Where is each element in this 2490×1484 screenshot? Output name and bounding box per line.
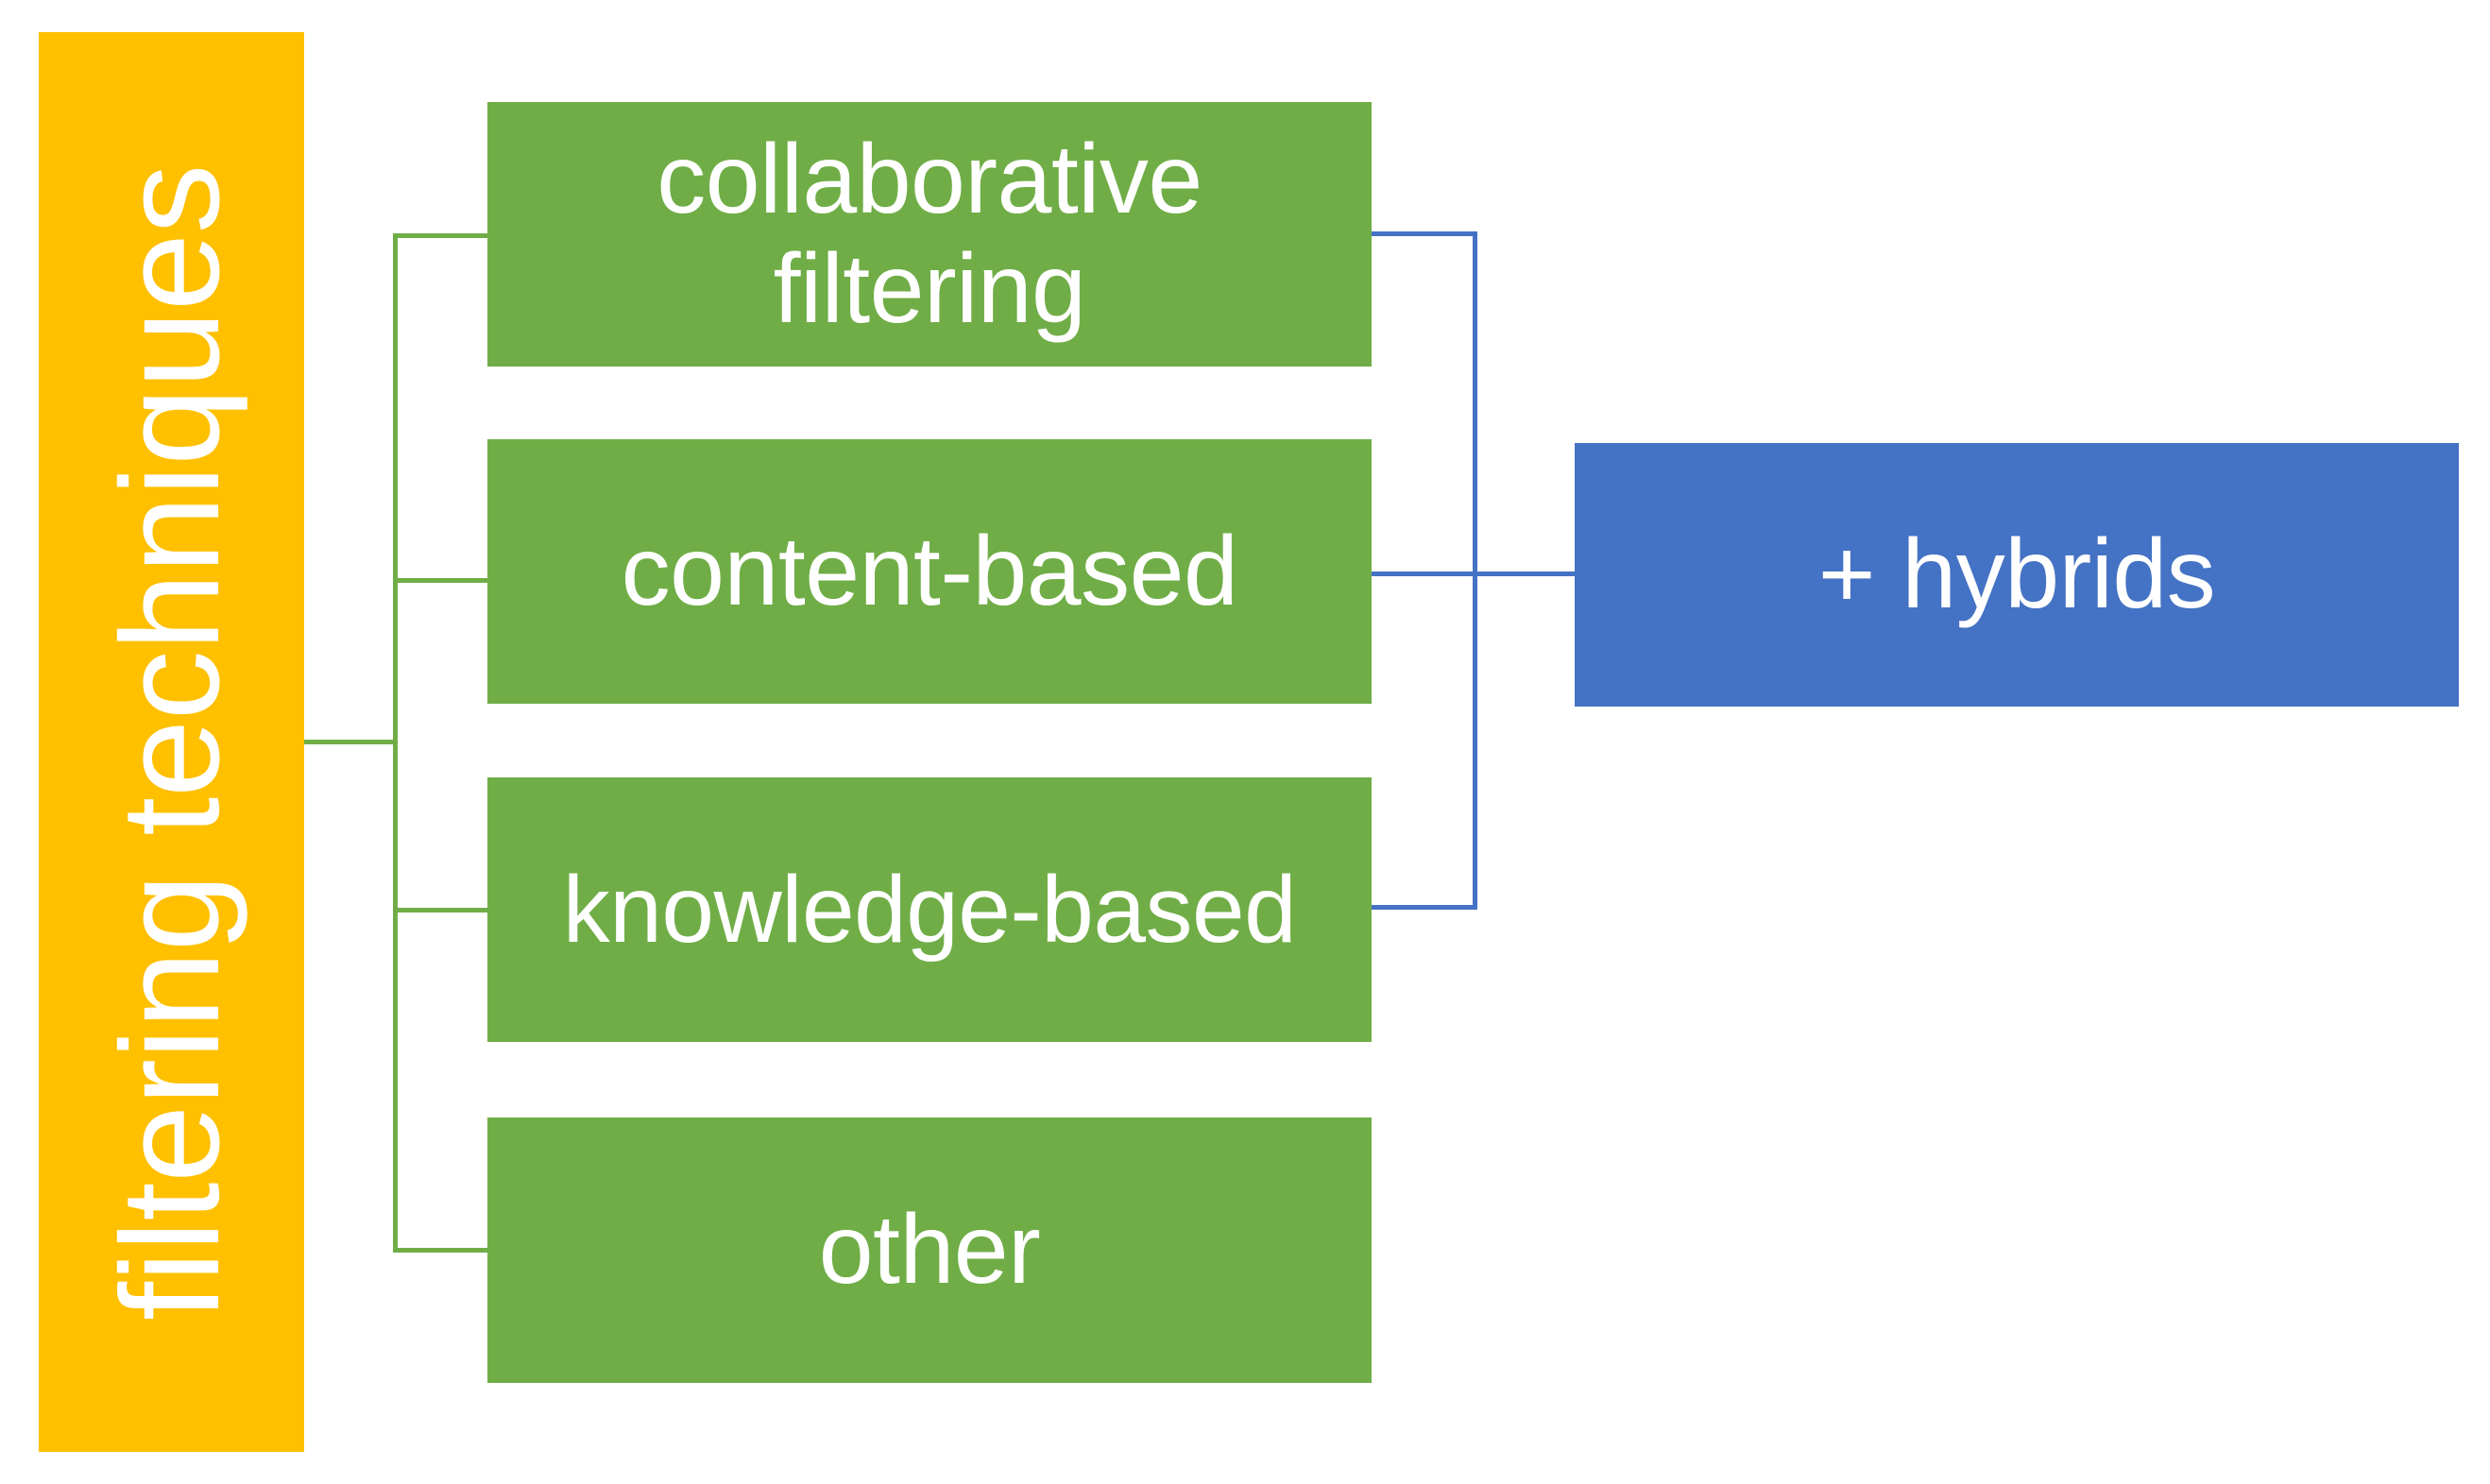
root-node-filtering-techniques[interactable]: filtering techniques [39, 32, 304, 1452]
node-hybrids-label: + hybrids [1817, 520, 2216, 630]
connector-child-2-to-hybrid [1372, 905, 1477, 910]
node-label-line-1: collaborative [657, 124, 1202, 234]
connector-root-to-child-1 [393, 578, 488, 583]
node-knowledge-based[interactable]: knowledge-based [487, 777, 1372, 1042]
root-node-label: filtering techniques [93, 163, 249, 1321]
node-collaborative-filtering[interactable]: collaborative filtering [487, 102, 1372, 367]
connector-root-stem [304, 740, 398, 744]
node-label-line-2: filtering [773, 234, 1086, 344]
connector-child-1-to-hybrid [1372, 571, 1575, 576]
connector-root-to-child-2 [393, 908, 488, 913]
node-other-label: other [818, 1195, 1041, 1305]
node-other[interactable]: other [487, 1117, 1372, 1383]
connector-child-0-to-hybrid [1372, 231, 1477, 236]
node-content-based-label: content-based [621, 516, 1238, 626]
node-hybrids[interactable]: + hybrids [1575, 443, 2459, 707]
node-content-based[interactable]: content-based [487, 439, 1372, 704]
connector-root-to-child-3 [393, 1248, 488, 1253]
connector-root-to-child-0 [393, 233, 488, 238]
connector-hybrid-spine [1473, 231, 1477, 910]
connector-root-spine [393, 233, 398, 1253]
node-collaborative-filtering-label: collaborative filtering [657, 125, 1202, 345]
node-knowledge-based-label: knowledge-based [562, 857, 1297, 963]
